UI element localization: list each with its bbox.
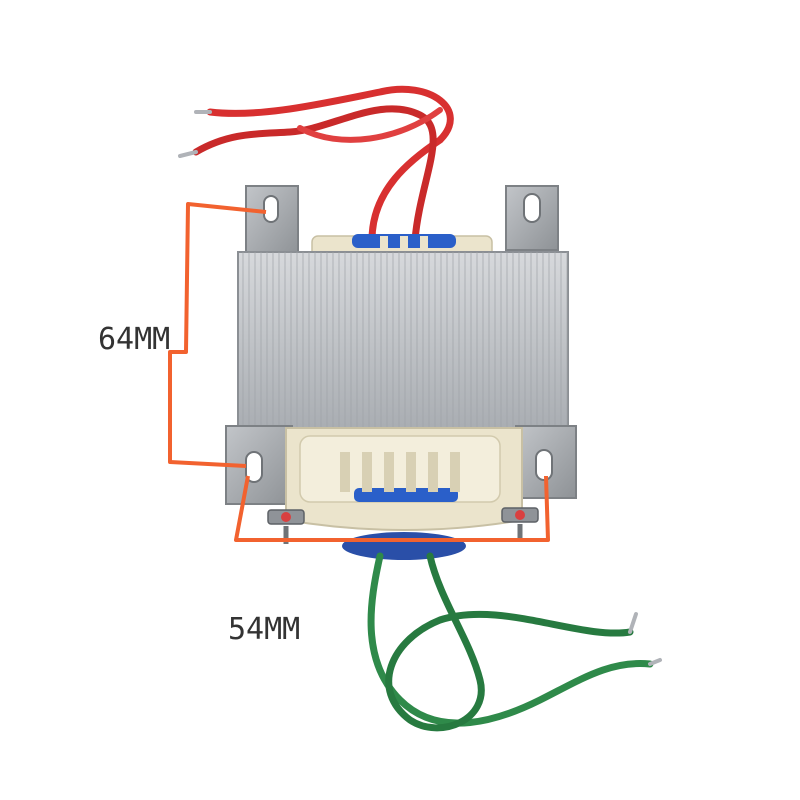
- height-dimension-line: [168, 202, 267, 468]
- bottom-bobbin: [285, 427, 523, 560]
- primary-wires: [178, 85, 454, 244]
- height-dimension-label: 64MM: [98, 322, 171, 357]
- width-dimension-label: 54MM: [228, 612, 301, 647]
- width-dimension-line: [234, 475, 550, 542]
- laminated-core: [237, 251, 569, 431]
- mounting-bolts: [267, 507, 539, 544]
- secondary-wires: [367, 552, 662, 732]
- top-mounting-brackets: [245, 185, 559, 257]
